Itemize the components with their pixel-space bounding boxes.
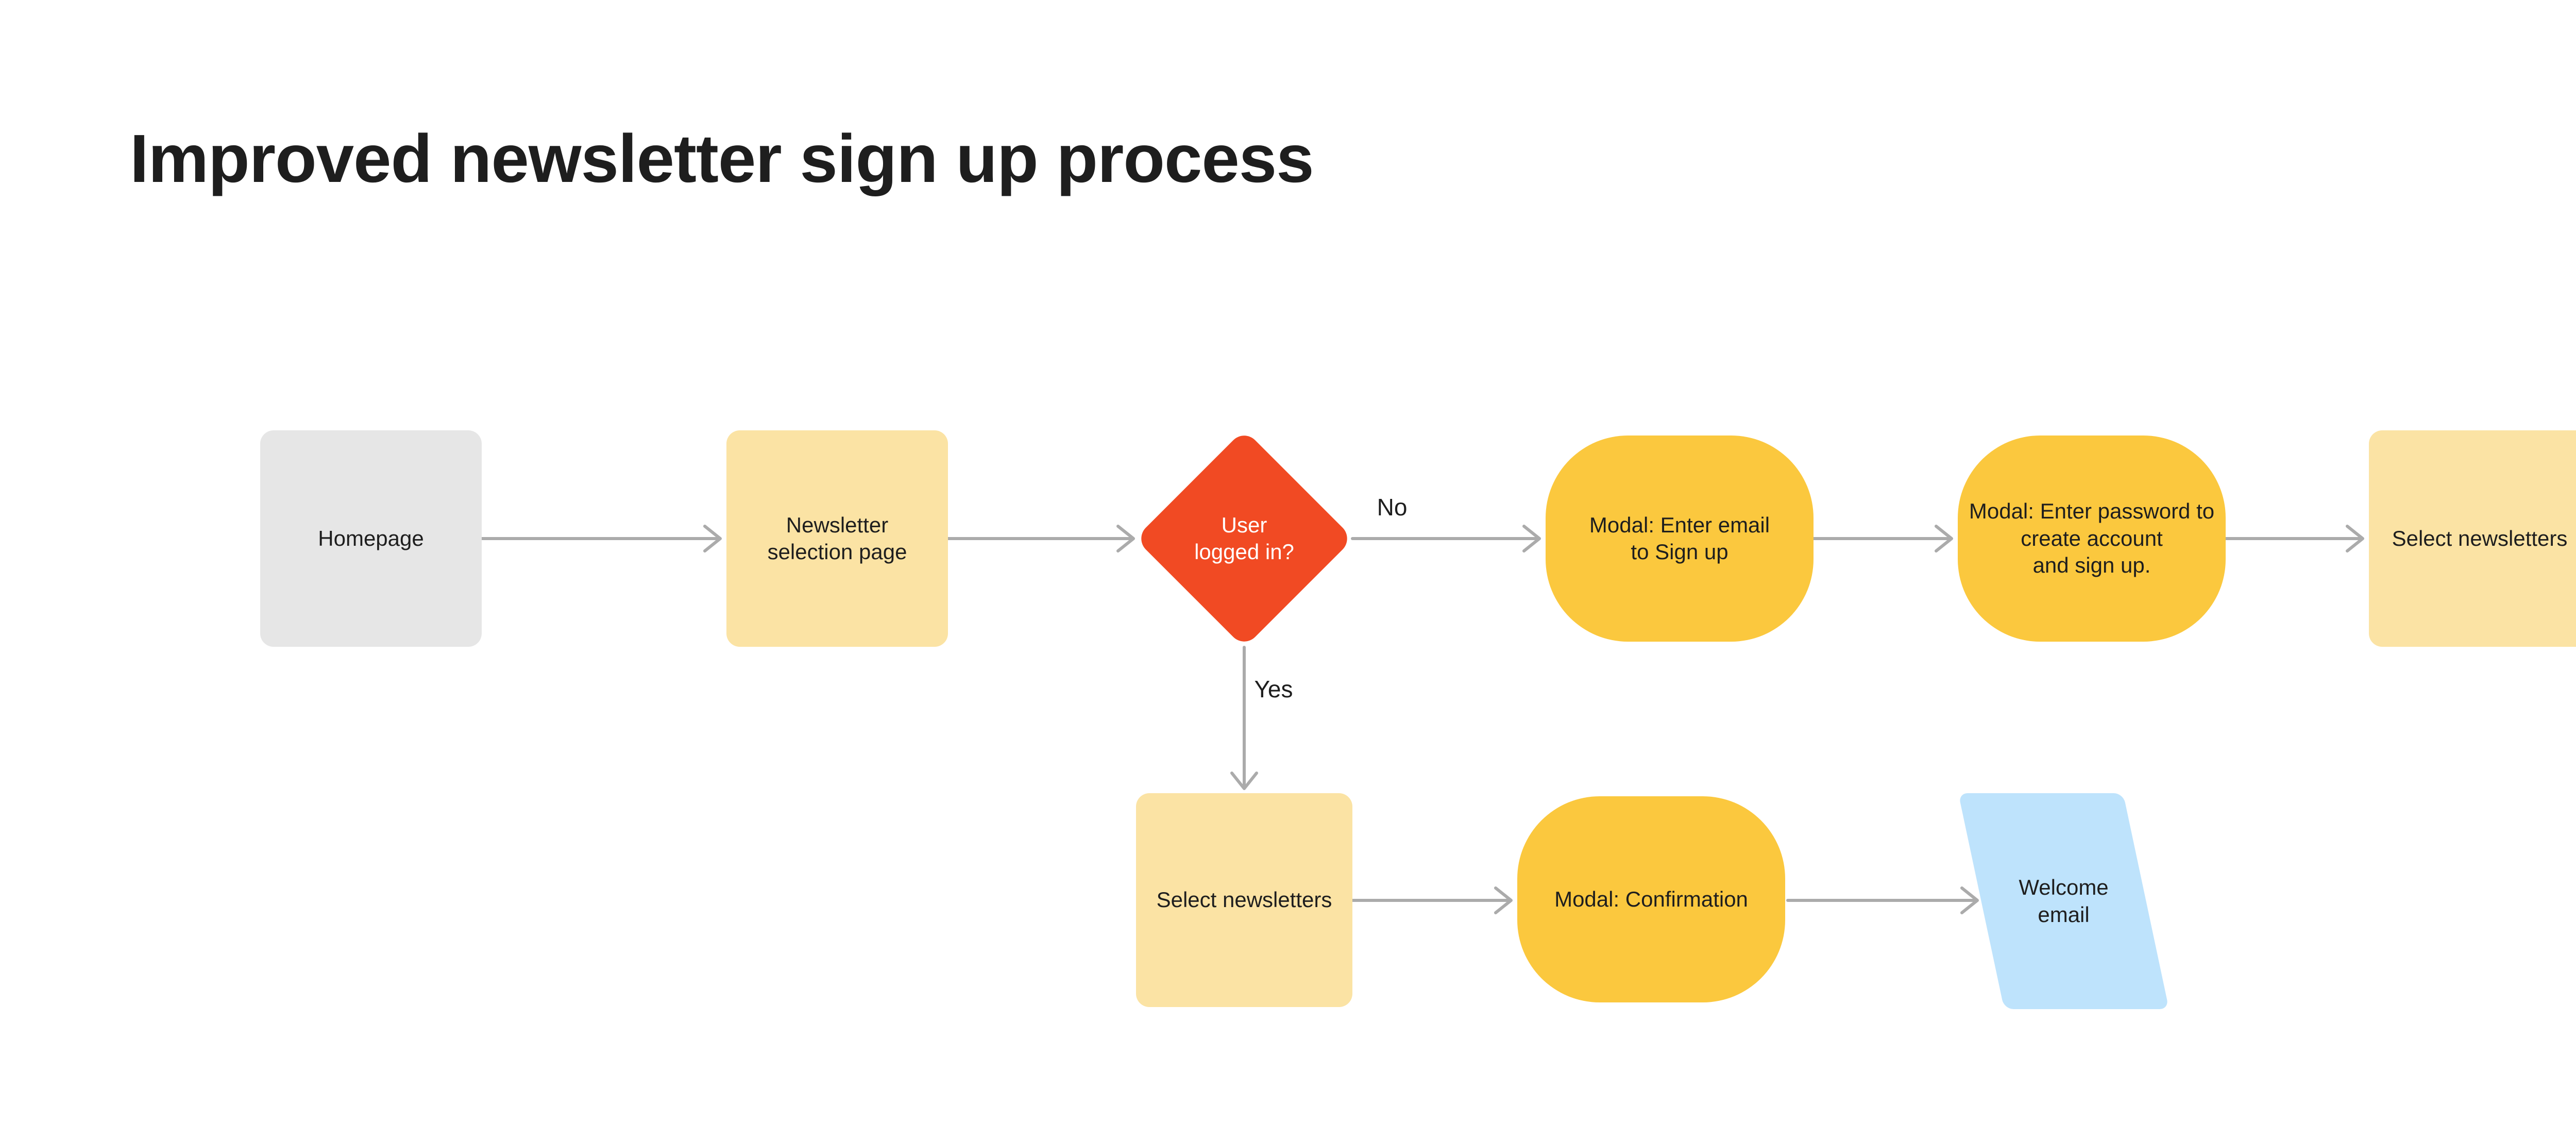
arrow-modal-password-to-select — [2224, 525, 2364, 552]
node-modal-confirmation[interactable]: Modal: Confirmation — [1517, 796, 1785, 1002]
arrow-newsletter-to-decision — [946, 525, 1135, 552]
diamond-inner: User logged in? — [1167, 461, 1321, 616]
node-user-logged-in-label: User logged in? — [1194, 512, 1294, 564]
parallelogram-inner: Welcome email — [1981, 793, 2146, 1009]
node-user-logged-in-decision[interactable]: User logged in? — [1134, 429, 1354, 648]
node-modal-enter-email-label: Modal: Enter email to Sign up — [1589, 512, 1770, 564]
page-title: Improved newsletter sign up process — [130, 121, 1314, 196]
arrow-homepage-to-newsletter — [480, 525, 722, 552]
arrow-decision-yes-down — [1230, 646, 1258, 790]
node-select-newsletters-yes-branch-label: Select newsletters — [1156, 887, 1332, 912]
node-homepage[interactable]: Homepage — [260, 430, 482, 647]
edge-label-no[interactable]: No — [1377, 494, 1408, 521]
node-select-newsletters-yes-branch[interactable]: Select newsletters — [1136, 793, 1352, 1007]
arrow-decision-no-to-modal-email — [1351, 525, 1541, 552]
node-modal-enter-email[interactable]: Modal: Enter email to Sign up — [1546, 435, 1814, 642]
node-modal-enter-password[interactable]: Modal: Enter password to create account … — [1958, 435, 2226, 642]
edge-label-yes[interactable]: Yes — [1254, 676, 1293, 702]
node-newsletter-selection-page[interactable]: Newsletter selection page — [726, 430, 948, 647]
node-select-newsletters-no-branch-label: Select newsletters — [2392, 526, 2568, 550]
node-homepage-label: Homepage — [318, 526, 424, 550]
arrow-modal-confirmation-to-welcome-email — [1786, 886, 1979, 914]
node-welcome-email-yes-branch-label: Welcome email — [2019, 875, 2109, 927]
node-newsletter-selection-page-label: Newsletter selection page — [767, 512, 907, 564]
arrow-select2-to-modal-confirmation — [1351, 886, 1513, 914]
arrow-modal-email-to-modal-password — [1812, 525, 1953, 552]
node-modal-enter-password-label: Modal: Enter password to create account … — [1969, 499, 2215, 578]
node-welcome-email-yes-branch[interactable]: Welcome email — [1958, 793, 2170, 1009]
node-select-newsletters-no-branch[interactable]: Select newsletters — [2369, 430, 2576, 647]
node-modal-confirmation-label: Modal: Confirmation — [1554, 886, 1748, 911]
